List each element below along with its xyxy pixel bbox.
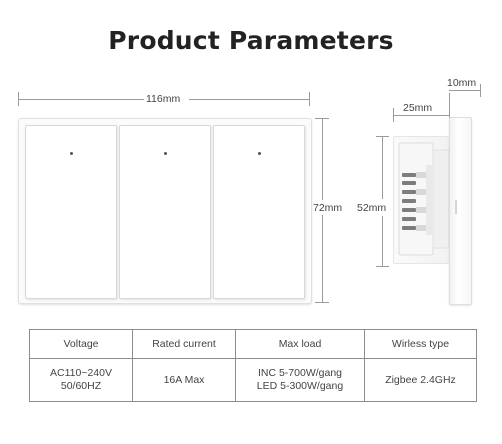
body-height-line-bottom xyxy=(382,216,383,266)
indicator-dot-icon xyxy=(164,152,167,155)
switch-side-plate xyxy=(449,117,472,305)
depth-tick-right xyxy=(449,93,450,122)
plate-thickness-line xyxy=(449,90,480,91)
switch-gang-3 xyxy=(213,125,305,299)
width-line-left xyxy=(18,99,144,100)
max-load-line-2: LED 5-300W/gang xyxy=(256,380,344,392)
voltage-cell: AC110~240V 50/60HZ xyxy=(29,358,133,402)
voltage-line-2: 50/60HZ xyxy=(60,380,102,392)
height-line-bottom xyxy=(322,215,323,302)
column-header: Rated current xyxy=(132,329,236,359)
max-load-line-1: INC 5-700W/gang xyxy=(257,367,343,379)
plate-thickness-tick-right xyxy=(480,84,481,97)
depth-label: 25mm xyxy=(403,102,433,114)
switch-gang-1 xyxy=(25,125,117,299)
table-header-row: Voltage Rated current Max load Wirless t… xyxy=(29,329,477,359)
page-title: Product Parameters xyxy=(108,26,394,55)
body-height-line-top xyxy=(382,136,383,199)
depth-line xyxy=(393,115,449,116)
max-load-cell: INC 5-700W/gang LED 5-300W/gang xyxy=(235,358,365,402)
plate-clip xyxy=(455,200,457,214)
width-label: 116mm xyxy=(146,93,181,105)
voltage-line-1: AC110~240V xyxy=(50,367,112,379)
depth-tick-left xyxy=(393,108,394,122)
table-row: AC110~240V 50/60HZ 16A Max INC 5-700W/ga… xyxy=(29,358,477,402)
height-line-top xyxy=(322,118,323,200)
width-tick-right xyxy=(309,92,310,106)
rated-current-cell: 16A Max xyxy=(132,358,236,402)
switch-front-view xyxy=(18,118,312,304)
height-body-label: 52mm xyxy=(357,202,387,214)
plate-thickness-label: 10mm xyxy=(447,77,477,89)
height-tick-bottom xyxy=(315,302,329,303)
parameters-table: Voltage Rated current Max load Wirless t… xyxy=(29,329,477,402)
width-line-right xyxy=(189,99,309,100)
column-header: Wirless type xyxy=(364,329,477,359)
column-header: Max load xyxy=(235,329,365,359)
indicator-dot-icon xyxy=(70,152,73,155)
switch-gang-2 xyxy=(119,125,211,299)
indicator-dot-icon xyxy=(258,152,261,155)
column-header: Voltage xyxy=(29,329,133,359)
height-front-label: 72mm xyxy=(313,202,343,214)
wireless-type-cell: Zigbee 2.4GHz xyxy=(364,358,477,402)
body-height-tick-bottom xyxy=(376,266,389,267)
